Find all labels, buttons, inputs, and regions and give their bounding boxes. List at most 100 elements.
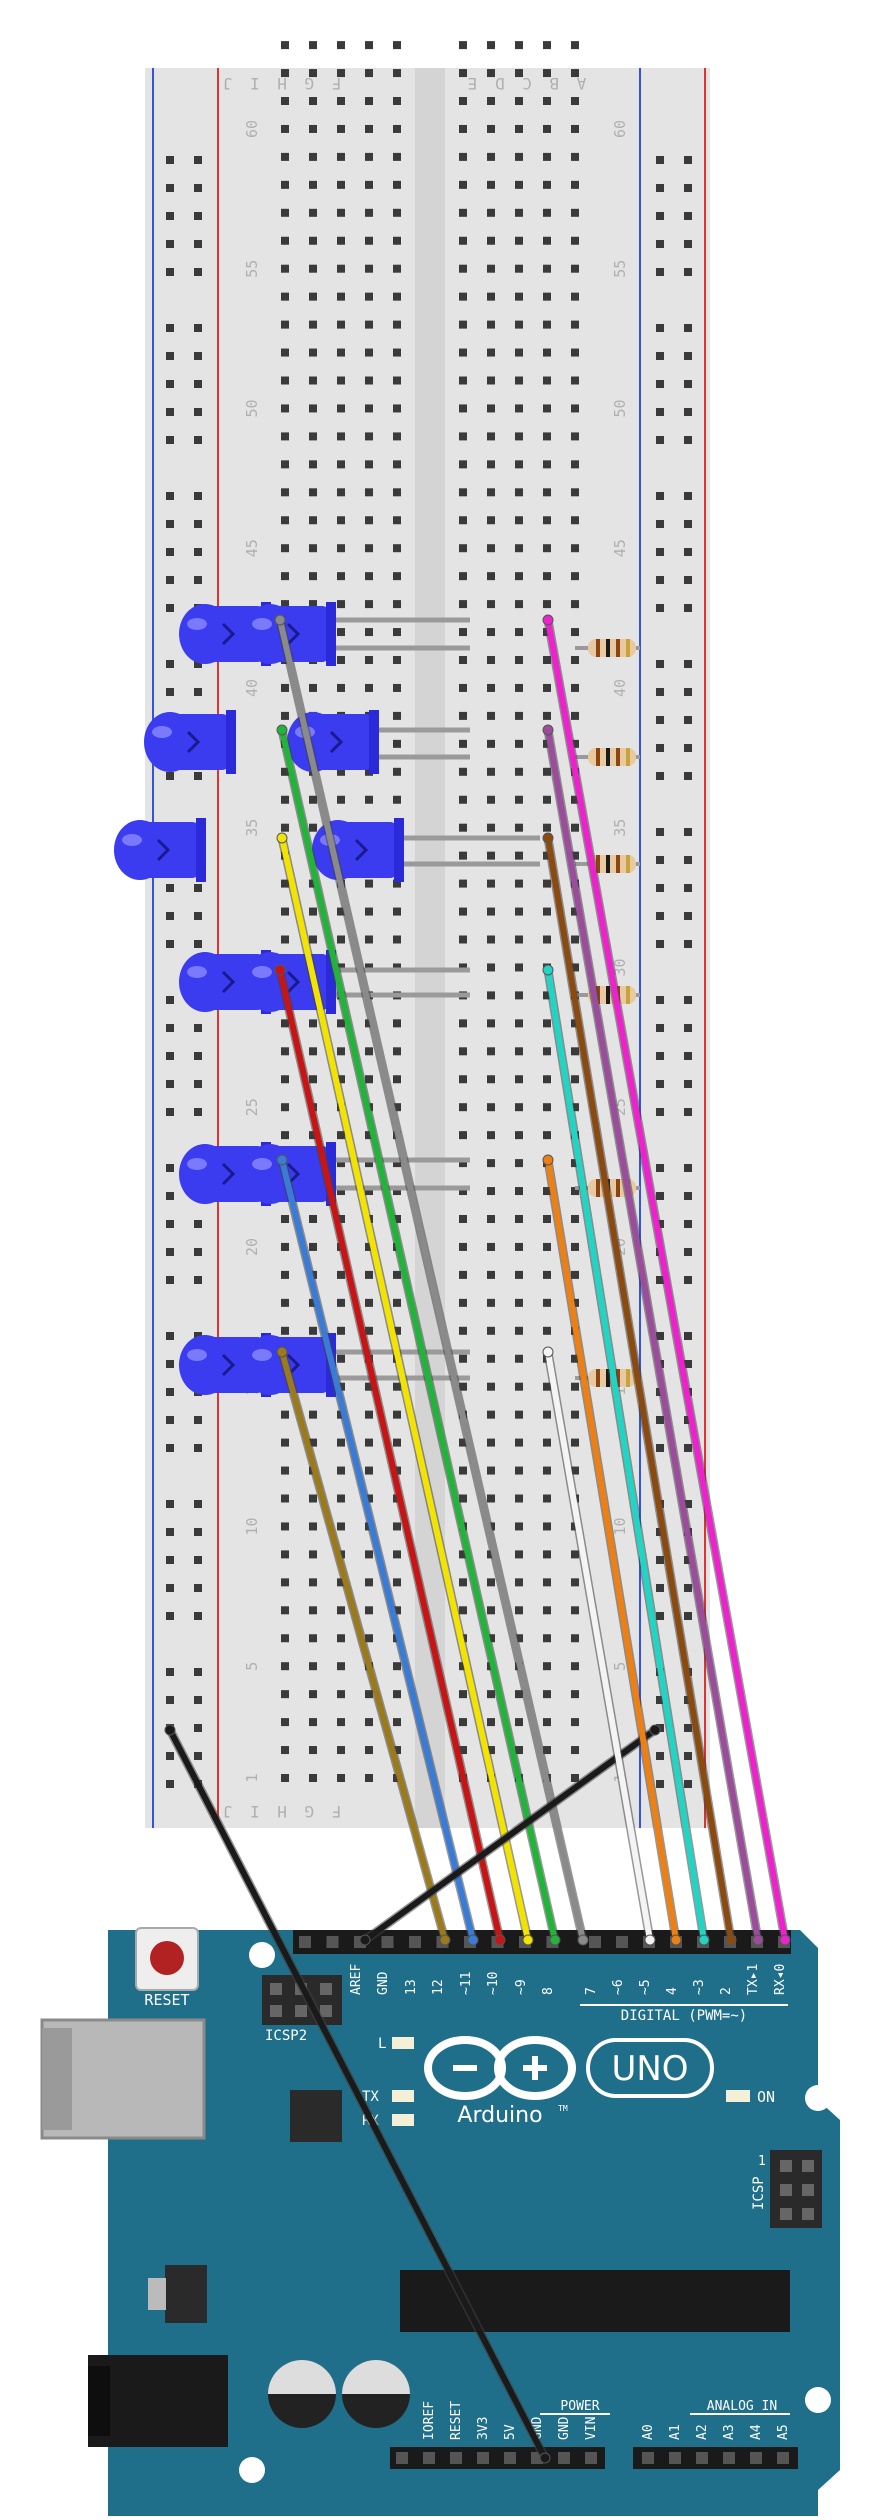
breadboard-hole bbox=[393, 544, 401, 553]
rail-hole bbox=[194, 1332, 202, 1340]
digital-pin[interactable] bbox=[299, 1936, 311, 1948]
breadboard-hole bbox=[571, 851, 579, 860]
wire-black[interactable] bbox=[167, 1727, 548, 2461]
mounting-hole bbox=[805, 2085, 831, 2111]
row-number: 40 bbox=[243, 679, 261, 697]
digital-pin[interactable] bbox=[409, 1936, 421, 1948]
rail-hole bbox=[166, 1276, 174, 1284]
digital-pin[interactable] bbox=[381, 1936, 394, 1948]
breadboard-hole bbox=[393, 1103, 401, 1112]
wire-orange[interactable] bbox=[545, 1157, 679, 1943]
power-pin[interactable] bbox=[477, 2452, 489, 2464]
breadboard-hole bbox=[487, 628, 495, 637]
analog-pin[interactable] bbox=[669, 2452, 681, 2464]
digital-pin-label: ~11 bbox=[459, 1972, 474, 1995]
digital-pin[interactable] bbox=[616, 1936, 628, 1948]
rail-hole bbox=[684, 1248, 692, 1256]
wire-purple[interactable] bbox=[545, 727, 761, 1943]
breadboard-hole bbox=[543, 1215, 551, 1223]
breadboard-hole bbox=[515, 1354, 523, 1363]
wire-cyan[interactable] bbox=[545, 967, 707, 1943]
wire-pink[interactable] bbox=[545, 617, 788, 1943]
breadboard-hole bbox=[515, 739, 523, 748]
breadboard-hole bbox=[281, 1270, 289, 1279]
digital-pin[interactable] bbox=[589, 1936, 601, 1948]
resistor-band bbox=[606, 986, 610, 1004]
digital-pin-label: 2 bbox=[719, 1987, 734, 1995]
breadboard-hole bbox=[393, 320, 401, 329]
digital-pin-label: 12 bbox=[431, 1979, 446, 1995]
breadboard-hole bbox=[337, 320, 345, 329]
breadboard-hole bbox=[459, 1690, 467, 1699]
breadboard-hole bbox=[365, 1159, 373, 1168]
breadboard-hole bbox=[571, 1103, 579, 1112]
rail-hole bbox=[166, 548, 174, 556]
wire-white[interactable] bbox=[545, 1349, 653, 1943]
breadboard-hole bbox=[337, 1354, 345, 1363]
reset-button[interactable] bbox=[150, 1941, 184, 1975]
rail-hole bbox=[194, 1248, 202, 1256]
rail-hole bbox=[684, 1108, 692, 1116]
breadboard-hole bbox=[543, 1466, 551, 1475]
wire-end bbox=[494, 1934, 506, 1946]
power-pin[interactable] bbox=[585, 2452, 597, 2464]
wire-gray[interactable] bbox=[277, 617, 586, 1943]
breadboard-hole bbox=[459, 544, 467, 553]
row-number: 55 bbox=[243, 260, 261, 278]
power-pin[interactable] bbox=[423, 2452, 435, 2464]
analog-pin-label: A4 bbox=[749, 2424, 764, 2440]
wire-olive[interactable] bbox=[279, 1349, 448, 1943]
digital-pin-label: 8 bbox=[541, 1987, 556, 1995]
breadboard-hole bbox=[571, 683, 579, 692]
power-pin[interactable] bbox=[558, 2452, 570, 2464]
rail-hole bbox=[166, 576, 174, 584]
analog-pin[interactable] bbox=[642, 2452, 654, 2464]
breadboard-hole bbox=[393, 376, 401, 385]
row-number: 5 bbox=[611, 1662, 629, 1671]
wire-black[interactable] bbox=[362, 1727, 658, 1943]
row-number: 35 bbox=[243, 819, 261, 837]
power-pin[interactable] bbox=[504, 2452, 516, 2464]
wire-brown[interactable] bbox=[545, 835, 734, 1943]
power-pin[interactable] bbox=[450, 2452, 462, 2464]
rail-hole bbox=[656, 1584, 664, 1592]
breadboard-hole bbox=[365, 879, 373, 888]
breadboard-hole bbox=[281, 544, 289, 553]
digital-pin-label: GND bbox=[376, 1971, 391, 1995]
wire-green[interactable] bbox=[279, 727, 558, 1943]
wire-red[interactable] bbox=[277, 967, 503, 1943]
rail-hole bbox=[194, 912, 202, 920]
breadboard-hole bbox=[459, 1606, 467, 1615]
rail-hole bbox=[166, 1332, 174, 1340]
breadboard-hole bbox=[543, 69, 551, 78]
row-number: 45 bbox=[243, 539, 261, 557]
analog-pin[interactable] bbox=[696, 2452, 708, 2464]
breadboard-hole bbox=[487, 1242, 495, 1251]
analog-pin[interactable] bbox=[777, 2452, 789, 2464]
breadboard-hole bbox=[543, 1606, 551, 1615]
rail-hole bbox=[194, 212, 202, 220]
analog-pin[interactable] bbox=[750, 2452, 762, 2464]
wire-blue[interactable] bbox=[279, 1157, 476, 1943]
digital-pin[interactable] bbox=[326, 1936, 339, 1948]
rail-hole bbox=[684, 1724, 692, 1732]
breadboard-hole bbox=[281, 795, 289, 804]
rail-hole bbox=[194, 1584, 202, 1592]
rail-hole bbox=[166, 408, 174, 416]
breadboard-hole bbox=[393, 1690, 401, 1699]
power-pin[interactable] bbox=[396, 2452, 408, 2464]
wires bbox=[164, 614, 791, 2464]
voltage-regulator-tab bbox=[148, 2278, 166, 2310]
rail-hole bbox=[684, 520, 692, 528]
rail-hole bbox=[194, 688, 202, 696]
breadboard-hole bbox=[459, 1047, 467, 1056]
breadboard-hole bbox=[487, 432, 495, 441]
power-pin-label: GND bbox=[557, 2416, 572, 2440]
breadboard-hole bbox=[515, 1522, 523, 1531]
wire-yellow[interactable] bbox=[279, 835, 531, 1943]
breadboard-hole bbox=[543, 1298, 551, 1307]
analog-pin[interactable] bbox=[723, 2452, 735, 2464]
breadboard-hole bbox=[487, 935, 495, 944]
rail-hole bbox=[194, 772, 202, 780]
breadboard-hole bbox=[309, 1019, 317, 1028]
